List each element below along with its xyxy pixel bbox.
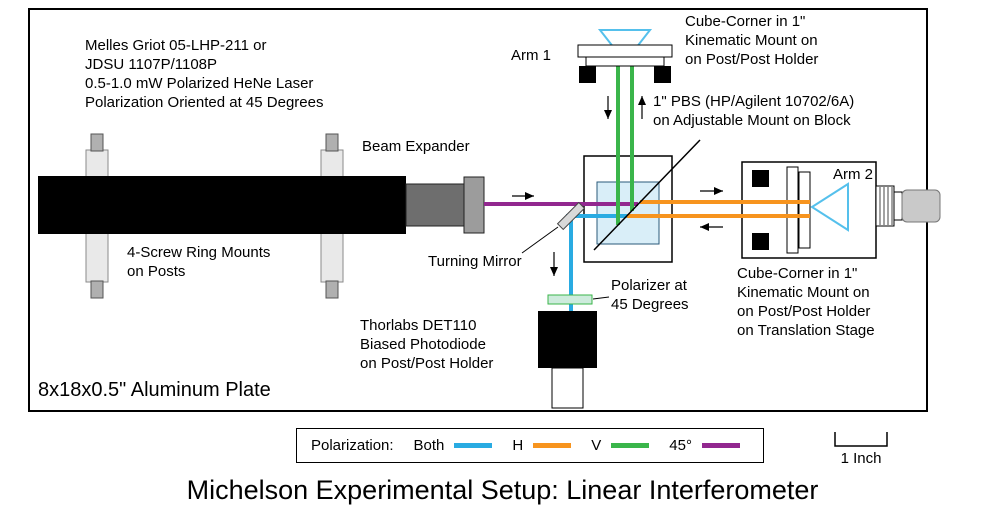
legend-item-label: V	[591, 437, 602, 454]
photodiode-body	[538, 311, 597, 368]
scale-bracket	[834, 432, 888, 447]
legend-item-h: H	[512, 437, 572, 454]
legend-swatch-both	[454, 443, 493, 448]
legend-swatch-45	[701, 443, 740, 448]
arm2-cube-corner-prism	[810, 182, 849, 232]
ring-mount-screw-2-bottom	[325, 280, 339, 299]
arm2-mount-plate-outer	[786, 166, 799, 254]
micrometer-shaft	[893, 191, 903, 221]
ring-mount-screw-2-top	[325, 133, 339, 152]
cube-corner-right-label: Cube-Corner in 1" Kinematic Mount on on …	[737, 265, 875, 339]
legend-item-label: H	[512, 437, 524, 454]
legend-swatch-v	[611, 443, 650, 448]
arm1-mount-plate-2	[585, 56, 665, 67]
photodiode-post	[551, 367, 584, 409]
legend-swatch-h	[533, 443, 572, 448]
ring-mounts-label: 4-Screw Ring Mounts on Posts	[127, 244, 271, 280]
turning-mirror-label: Turning Mirror	[428, 253, 522, 270]
photodiode-label: Thorlabs DET110 Biased Photodiode on Pos…	[360, 317, 494, 372]
beam-expander-barrel	[405, 183, 465, 227]
diagram-title: Michelson Experimental Setup: Linear Int…	[186, 475, 819, 505]
scale-label: 1 Inch	[840, 450, 882, 467]
arm1-foot-right	[654, 66, 671, 83]
arm2-foot-bottom	[752, 233, 769, 250]
arm1-label: Arm 1	[511, 47, 552, 64]
pbs-diagonal-surface	[593, 139, 701, 251]
beam-expander-label: Beam Expander	[362, 138, 470, 155]
polarizer-label: Polarizer at 45 Degrees	[611, 277, 689, 313]
ring-mount-screw-1-bottom	[90, 280, 104, 299]
arm1-foot-left	[579, 66, 596, 83]
pbs-label: 1" PBS (HP/Agilent 10702/6A) on Adjustab…	[653, 93, 855, 129]
hene-laser-body	[38, 176, 406, 234]
turning-mirror-pointer-line	[521, 226, 559, 254]
ring-mount-screw-1-top	[90, 133, 104, 152]
laser-info-label: Melles Griot 05-LHP-211 or JDSU 1107P/11…	[85, 37, 324, 111]
legend-item-both: Both	[414, 437, 493, 454]
arm1-mount-plate	[577, 44, 673, 58]
turning-mirror	[556, 201, 586, 231]
arm2-foot-top	[752, 170, 769, 187]
arm2-label: Arm 2	[833, 166, 874, 183]
polarizer-pointer-line	[592, 296, 610, 300]
plate-caption: 8x18x0.5" Aluminum Plate	[38, 379, 271, 401]
legend-title: Polarization:	[311, 437, 394, 454]
polarizer-element	[547, 294, 593, 305]
micrometer-ridged-collar	[875, 185, 895, 227]
beam-expander-endcap	[463, 176, 485, 234]
legend-item-v: V	[591, 437, 650, 454]
cube-corner-top-label: Cube-Corner in 1" Kinematic Mount on on …	[685, 13, 819, 68]
legend-item-label: Both	[413, 437, 445, 454]
legend-item-45: 45°	[669, 437, 740, 454]
polarization-legend: Polarization: Both H V 45°	[296, 428, 764, 463]
arm2-mount-plate-inner	[798, 171, 811, 249]
micrometer-knob	[901, 189, 941, 223]
legend-item-label: 45°	[669, 437, 692, 454]
